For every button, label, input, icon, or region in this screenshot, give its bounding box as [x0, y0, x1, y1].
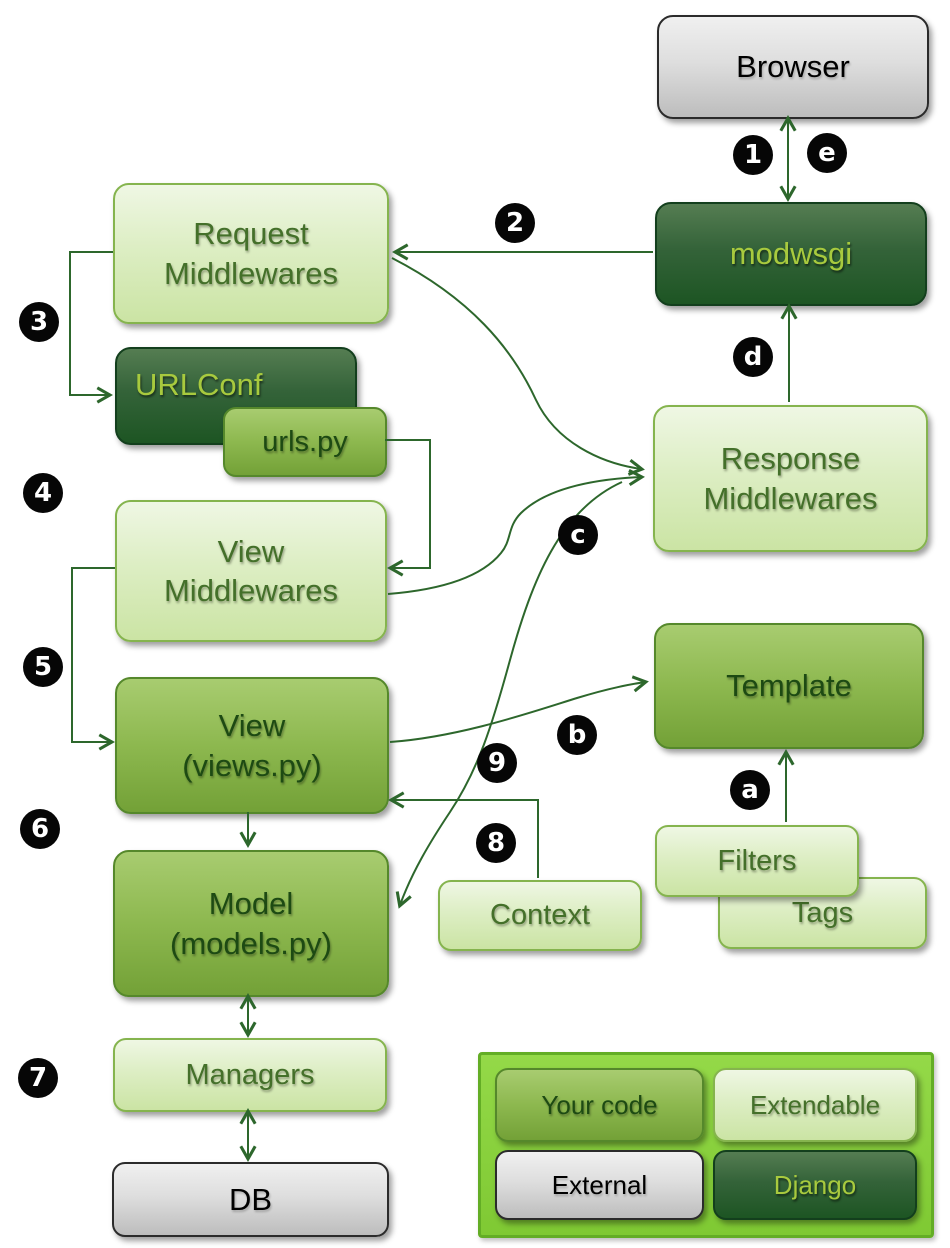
step-marker-label: 8	[486, 828, 506, 858]
step-marker-2: 2	[495, 203, 535, 243]
step-marker-label: 2	[505, 208, 525, 238]
step-marker-label: b	[567, 720, 587, 750]
legend-item-label: Your code	[541, 1089, 658, 1120]
node-managers: Managers	[113, 1038, 387, 1112]
node-modwsgi: modwsgi	[655, 202, 927, 306]
step-marker-3: 3	[19, 302, 59, 342]
node-label: Context	[490, 899, 590, 932]
step-marker-label: e	[818, 138, 836, 168]
node-browser: Browser	[657, 15, 929, 119]
step-marker-b: b	[557, 715, 597, 755]
step-marker-1: 1	[733, 135, 773, 175]
legend-item-label: Django	[773, 1169, 857, 1200]
node-model: Model (models.py)	[113, 850, 389, 997]
step-marker-label: d	[743, 342, 763, 372]
node-response-middlewares: Response Middlewares	[653, 405, 928, 552]
node-view: View (views.py)	[115, 677, 389, 814]
curve-view-template	[389, 675, 649, 743]
legend-item-django: Django	[713, 1150, 917, 1220]
node-label: Managers	[185, 1058, 315, 1091]
node-urls-py: urls.py	[223, 407, 387, 477]
step-marker-4: 4	[23, 473, 63, 513]
arrow-urlspy-view-middlewares	[385, 439, 431, 577]
arrow-context-view	[388, 791, 539, 878]
step-marker-9: 9	[477, 743, 517, 783]
step-marker-label: 4	[33, 478, 53, 508]
step-marker-label: 7	[28, 1063, 48, 1093]
step-marker-7: 7	[18, 1058, 58, 1098]
node-view-middlewares: View Middlewares	[115, 500, 387, 642]
node-label: urls.py	[262, 425, 348, 458]
legend-item-your-code: Your code	[495, 1068, 704, 1142]
step-marker-6: 6	[20, 809, 60, 849]
node-label: modwsgi	[729, 236, 853, 272]
legend-item-extendable: Extendable	[713, 1068, 917, 1142]
node-label: Response Middlewares	[703, 441, 878, 516]
legend-item-external: External	[495, 1150, 704, 1220]
node-context: Context	[438, 880, 642, 951]
node-template: Template	[654, 623, 924, 749]
curve-request-middlewares-response-middlewares	[391, 257, 645, 476]
node-request-middlewares: Request Middlewares	[113, 183, 389, 324]
step-marker-5: 5	[23, 647, 63, 687]
step-marker-label: a	[741, 775, 759, 805]
node-label: Tags	[791, 896, 854, 929]
step-marker-label: 3	[29, 307, 49, 337]
step-marker-8: 8	[476, 823, 516, 863]
node-label: Template	[726, 668, 852, 704]
node-label: Filters	[717, 844, 797, 877]
node-label: Browser	[736, 49, 850, 85]
step-marker-label: 9	[487, 748, 507, 778]
node-label: Request Middlewares	[163, 216, 338, 291]
legend: Your code Extendable External Django	[478, 1052, 934, 1238]
node-label: DB	[228, 1181, 273, 1217]
step-marker-c: c	[558, 515, 598, 555]
legend-item-label: External	[551, 1169, 648, 1200]
step-marker-label: 1	[743, 140, 763, 170]
step-marker-a: a	[730, 770, 770, 810]
step-marker-label: c	[570, 520, 586, 550]
legend-item-label: Extendable	[749, 1089, 881, 1120]
step-marker-label: 5	[33, 652, 53, 682]
node-filters: Filters	[655, 825, 859, 897]
node-db: DB	[112, 1162, 389, 1237]
step-marker-d: d	[733, 337, 773, 377]
node-label: View Middlewares	[163, 533, 338, 608]
node-label: Model (models.py)	[170, 886, 332, 961]
arrow-request-middlewares-urlconf	[69, 251, 113, 404]
node-label: URLConf	[135, 367, 263, 403]
step-marker-e: e	[807, 133, 847, 173]
curve-view-middlewares-response-middlewares	[387, 468, 645, 595]
step-marker-label: 6	[30, 814, 50, 844]
node-label: View (views.py)	[182, 708, 322, 783]
arrow-view-middlewares-view	[71, 567, 115, 751]
